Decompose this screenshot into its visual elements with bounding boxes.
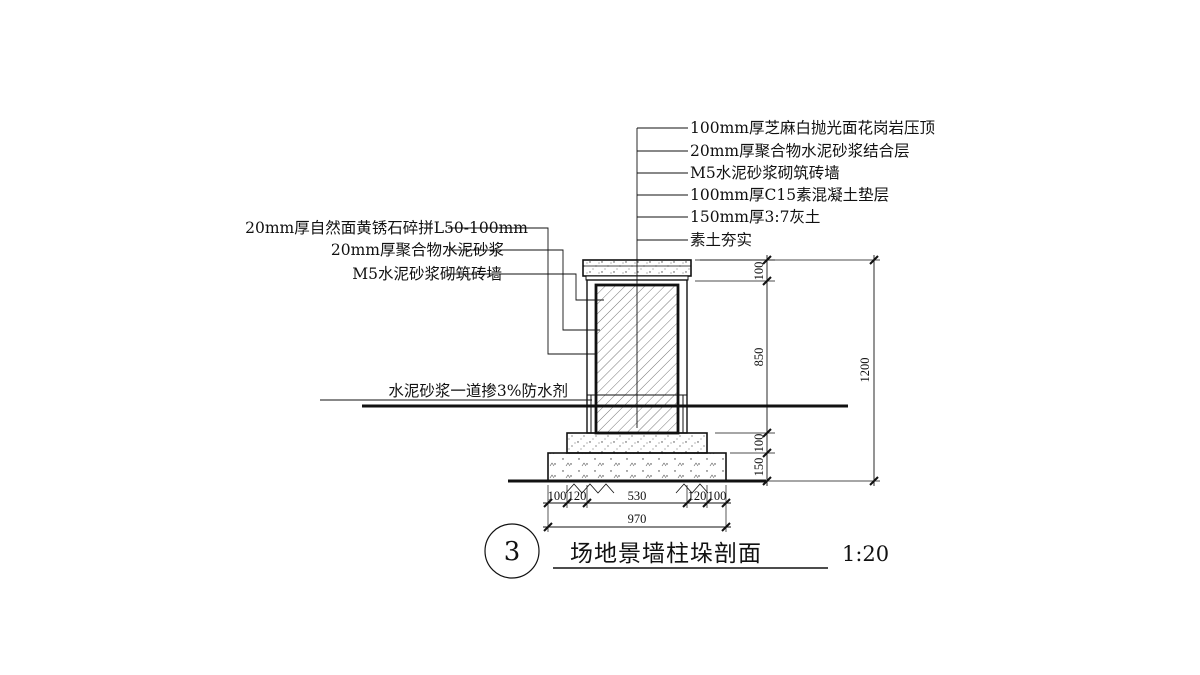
dim-total-width: 970 <box>628 512 647 526</box>
callouts-left: 20mm厚自然面黄锈石碎拼L50-100mm 20mm厚聚合物水泥砂浆 M5水泥… <box>245 219 604 401</box>
horizontal-dimensions: 100 120 530 120 100 970 <box>543 485 731 532</box>
dim-right-outer: 100 <box>708 489 727 503</box>
dim-left-inner: 120 <box>568 489 587 503</box>
lime-soil-base <box>547 452 727 482</box>
callouts-right: 100mm厚芝麻白抛光面花岗岩压顶 20mm厚聚合物水泥砂浆结合层 M5水泥砂浆… <box>637 119 935 249</box>
callout-polymer-mortar-left: 20mm厚聚合物水泥砂浆 <box>331 241 504 259</box>
dim-footing-height: 100 <box>752 434 766 453</box>
dim-right-inner: 120 <box>688 489 707 503</box>
dim-wall-height: 850 <box>752 348 766 367</box>
callout-waterproof-mortar: 水泥砂浆一道掺3%防水剂 <box>388 382 568 400</box>
concrete-cushion <box>566 432 708 454</box>
drawing-scale: 1:20 <box>842 542 889 566</box>
callout-granite-coping: 100mm厚芝麻白抛光面花岗岩压顶 <box>690 119 935 137</box>
dim-core-width: 530 <box>628 489 647 503</box>
callout-compacted-soil: 素土夯实 <box>690 231 752 249</box>
dim-total-height: 1200 <box>858 358 872 383</box>
drawing-title: 场地景墙柱垛剖面 <box>570 541 762 567</box>
callout-brick-wall-left: M5水泥砂浆砌筑砖墙 <box>352 265 502 283</box>
callout-lime-soil: 150mm厚3:7灰土 <box>690 208 820 226</box>
dim-cap-height: 100 <box>752 262 766 281</box>
callout-concrete-cushion: 100mm厚C15素混凝土垫层 <box>690 186 889 204</box>
vertical-dimensions: 100 850 100 150 1200 <box>695 255 880 486</box>
callout-brick-wall: M5水泥砂浆砌筑砖墙 <box>690 164 840 182</box>
callout-polymer-mortar: 20mm厚聚合物水泥砂浆结合层 <box>690 142 910 160</box>
title-block: 3 场地景墙柱垛剖面 1:20 <box>484 523 889 579</box>
detail-number-circle <box>484 523 540 579</box>
dim-base-height: 150 <box>752 458 766 477</box>
dim-left-outer: 100 <box>548 489 567 503</box>
callout-stone-paving: 20mm厚自然面黄锈石碎拼L50-100mm <box>245 219 528 237</box>
detail-number: 3 <box>504 537 521 567</box>
